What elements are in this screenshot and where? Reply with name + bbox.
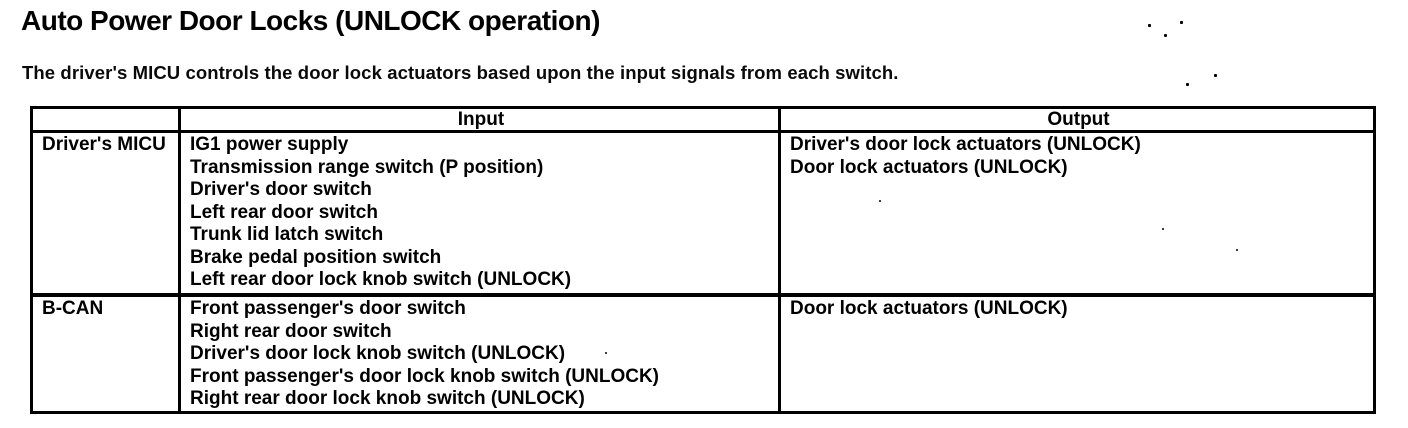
input-line: Driver's door lock knob switch (UNLOCK) bbox=[190, 343, 566, 364]
input-line: Left rear door switch bbox=[190, 201, 378, 223]
input-line: Front passenger's door switch bbox=[190, 298, 466, 319]
output-list-b-can: Door lock actuators (UNLOCK) bbox=[778, 297, 1373, 411]
input-line: IG1 power supply bbox=[190, 134, 349, 155]
scan-speckle bbox=[1162, 228, 1164, 230]
scan-speckle bbox=[1186, 83, 1189, 86]
scan-speckle bbox=[605, 352, 607, 354]
input-line: Transmission range switch (P position) bbox=[190, 156, 544, 178]
output-line: Driver's door lock actuators (UNLOCK) bbox=[790, 134, 1141, 155]
input-line: Right rear door switch bbox=[190, 320, 392, 342]
source-cell-b-can: B-CAN bbox=[42, 298, 104, 319]
page-title: Auto Power Door Locks (UNLOCK operation) bbox=[21, 5, 600, 36]
output-list-drivers-micu: Driver's door lock actuators (UNLOCK) Do… bbox=[778, 133, 1373, 297]
scan-speckle bbox=[879, 200, 881, 202]
input-list-b-can: Front passenger's door switch Right rear… bbox=[178, 297, 778, 411]
scan-speckle bbox=[1180, 21, 1183, 24]
header-cell-input: Input bbox=[178, 109, 778, 133]
input-line: Front passenger's door lock knob switch … bbox=[190, 365, 660, 387]
scan-speckle bbox=[1164, 34, 1167, 37]
input-output-table: Input Output Driver's MICU IG1 power sup… bbox=[30, 106, 1376, 414]
scan-speckle bbox=[1042, 293, 1044, 295]
scan-speckle bbox=[1236, 249, 1238, 251]
input-line: Trunk lid latch switch bbox=[190, 224, 384, 245]
intro-text: The driver's MICU controls the door lock… bbox=[22, 62, 899, 83]
scan-speckle bbox=[1148, 24, 1151, 27]
source-cell-drivers-micu: Driver's MICU bbox=[33, 133, 178, 297]
scan-speckle bbox=[1214, 74, 1217, 77]
input-line: Left rear door lock knob switch (UNLOCK) bbox=[190, 269, 572, 290]
input-list-drivers-micu: IG1 power supply Transmission range swit… bbox=[178, 133, 778, 297]
input-line: Driver's door switch bbox=[190, 179, 372, 200]
header-cell-output: Output bbox=[778, 109, 1373, 133]
output-line: Door lock actuators (UNLOCK) bbox=[790, 298, 1068, 319]
input-line: Brake pedal position switch bbox=[190, 246, 442, 268]
header-cell-source bbox=[33, 109, 178, 133]
output-line: Door lock actuators (UNLOCK) bbox=[790, 156, 1068, 178]
input-line: Right rear door lock knob switch (UNLOCK… bbox=[190, 388, 585, 409]
